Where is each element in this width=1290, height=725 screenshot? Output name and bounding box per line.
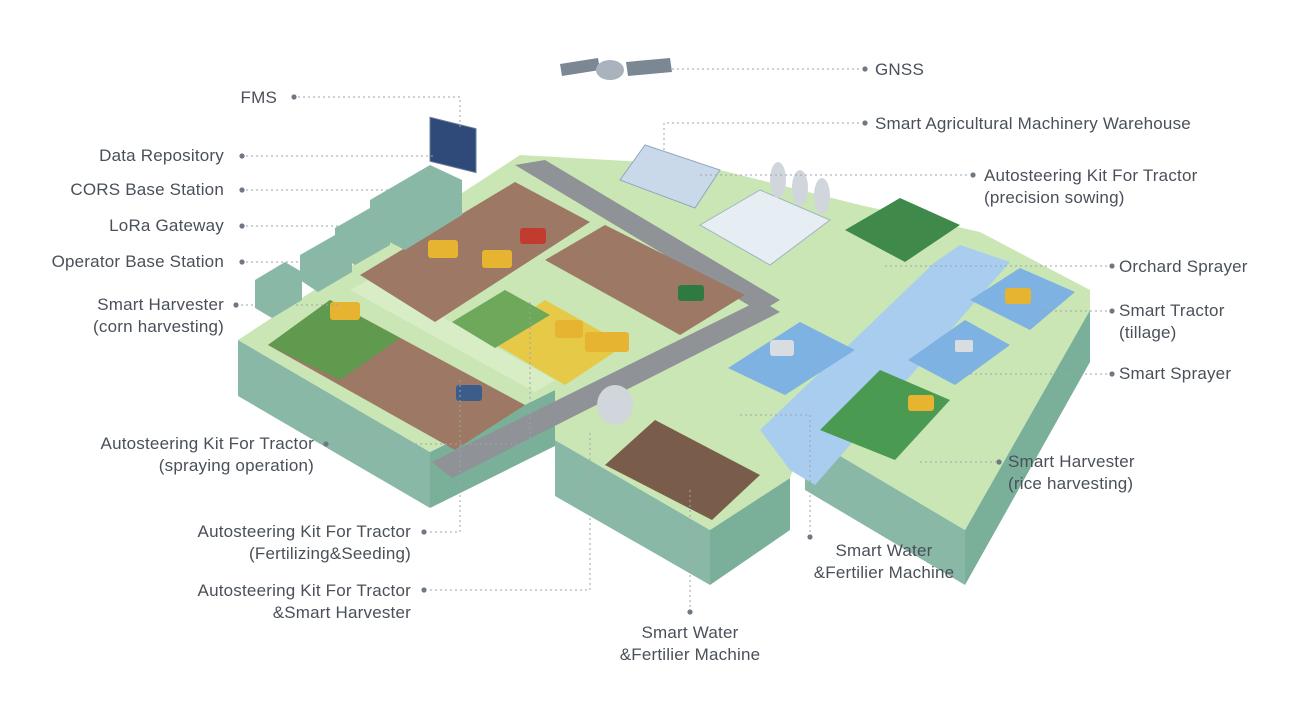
tractor-tillage	[1005, 288, 1031, 304]
leader-water-fert-1	[740, 414, 811, 535]
rice-harvester	[908, 395, 934, 411]
dot-autosteer-spraying	[323, 441, 329, 447]
label-tractor-tillage: Smart Tractor (tillage)	[1119, 301, 1225, 342]
label-gnss: GNSS	[875, 60, 924, 79]
satellite-dish	[596, 60, 624, 80]
satellite-panel-left	[560, 58, 600, 76]
water-tank	[597, 385, 633, 425]
dot-operator	[239, 259, 245, 265]
dot-autosteer-fert	[421, 529, 427, 535]
label-smart-sprayer: Smart Sprayer	[1119, 364, 1232, 383]
road-main	[515, 160, 780, 312]
field-crops-left	[268, 300, 400, 380]
tractor-1	[428, 240, 458, 258]
dot-water-fert-2	[687, 609, 693, 615]
platform-side-front-right	[710, 478, 790, 585]
leader-lines	[236, 68, 1110, 610]
dot-fms	[291, 94, 297, 100]
paddy-mid	[908, 320, 1010, 385]
sprayer-drone	[955, 340, 973, 352]
satellite	[560, 58, 672, 80]
dot-warehouse	[862, 120, 868, 126]
water-area	[728, 245, 1075, 485]
dot-harvester-corn	[233, 302, 239, 308]
silo-3	[814, 178, 830, 214]
truck	[585, 332, 629, 352]
paddy-tractor	[770, 340, 794, 356]
veg-garden	[605, 420, 760, 520]
building-block-1	[300, 235, 352, 292]
dot-harvester-rice	[996, 459, 1002, 465]
dot-water-fert-1	[807, 534, 813, 540]
harvester-corn	[330, 302, 360, 320]
dot-data-repo	[239, 153, 245, 159]
road-left	[350, 278, 555, 392]
silo-1	[770, 162, 786, 198]
warehouse-roof	[619, 144, 721, 209]
structures	[255, 116, 960, 520]
leader-fms	[298, 96, 461, 130]
label-harvester-rice: Smart Harvester (rice harvesting)	[1008, 452, 1135, 493]
tractor-4	[678, 285, 704, 301]
building-block-0	[255, 262, 302, 318]
dot-autosteer-harvester	[421, 587, 427, 593]
label-orchard-sprayer: Orchard Sprayer	[1119, 257, 1248, 276]
label-autosteer-harvester: Autosteering Kit For Tractor &Smart Harv…	[197, 581, 411, 622]
label-water-fert-2: Smart Water &Fertilier Machine	[619, 623, 761, 664]
greenhouse	[699, 189, 831, 266]
dot-orchard	[1109, 263, 1115, 269]
dot-tillage	[1109, 308, 1115, 314]
tractor-3	[520, 228, 546, 244]
dot-lora	[239, 223, 245, 229]
building-block-3	[370, 165, 462, 250]
platform-side-left	[238, 340, 430, 508]
leader-autosteer-spraying	[330, 300, 531, 445]
satellite-panel-right	[626, 58, 672, 76]
leader-autosteer-fert	[430, 380, 461, 533]
dot-cors	[239, 187, 245, 193]
vehicles	[330, 162, 1031, 425]
fms-screen	[429, 116, 477, 174]
platform-side-river-right	[805, 435, 965, 585]
paddy-rice	[820, 370, 950, 460]
river	[760, 245, 1010, 485]
field-soil-right	[545, 225, 745, 335]
field-green-small	[452, 290, 550, 348]
platform-side-front-mid	[555, 440, 710, 585]
orchard-grid	[845, 198, 960, 262]
label-autosteer-sowing: Autosteering Kit For Tractor (precision …	[984, 166, 1198, 207]
silo-2	[792, 170, 808, 206]
label-data-repository: Data Repository	[99, 146, 224, 165]
label-autosteer-fert: Autosteering Kit For Tractor (Fertilizin…	[197, 522, 411, 563]
paddy-left	[728, 322, 855, 395]
label-water-fert-1: Smart Water &Fertilier Machine	[813, 541, 955, 582]
dot-sprayer	[1109, 371, 1115, 377]
label-operator: Operator Base Station	[51, 252, 224, 271]
label-harvester-corn: Smart Harvester (corn harvesting)	[93, 295, 224, 336]
harvester-mid	[555, 320, 583, 338]
leader-autosteer-harvester	[430, 430, 591, 591]
dot-gnss	[862, 66, 868, 72]
tractor-5	[456, 385, 482, 401]
fields	[268, 182, 745, 450]
label-lora: LoRa Gateway	[109, 216, 224, 235]
label-warehouse: Smart Agricultural Machinery Warehouse	[875, 114, 1191, 133]
tractor-2	[482, 250, 512, 268]
leader-dots	[233, 66, 1115, 615]
dot-autosteer-sowing	[970, 172, 976, 178]
field-soil-top	[360, 182, 590, 322]
label-cors: CORS Base Station	[70, 180, 224, 199]
label-autosteer-spraying: Autosteering Kit For Tractor (spraying o…	[100, 434, 314, 475]
platform-side-far-right	[965, 310, 1090, 585]
label-fms: FMS	[240, 88, 277, 107]
leader-warehouse	[663, 122, 862, 150]
